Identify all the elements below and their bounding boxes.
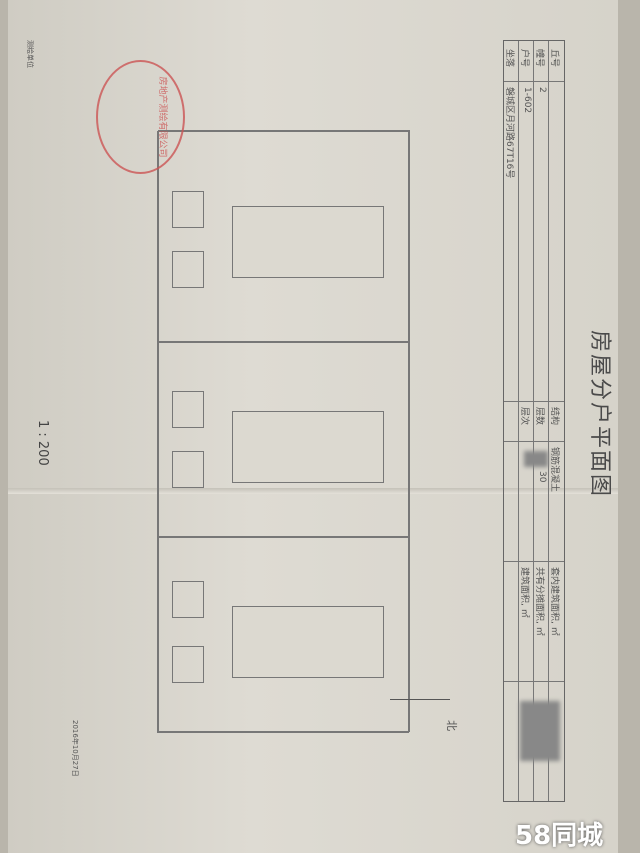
value-zuoluo: 磐城区月河路67T16号 bbox=[504, 87, 514, 179]
label-qiu: 丘号 bbox=[549, 49, 559, 68]
label-zhuang: 幢号 bbox=[534, 49, 544, 68]
paper-fold bbox=[8, 488, 618, 494]
label-hu: 户号 bbox=[519, 49, 529, 68]
official-stamp: 房地产测绘有限公司 bbox=[96, 60, 185, 174]
label-cengci: 层次 bbox=[519, 407, 529, 426]
watermark-logo: 58同城 bbox=[515, 821, 604, 851]
label-zuoluo: 坐落 bbox=[504, 49, 514, 68]
scale-label: 1 : 200 bbox=[35, 420, 50, 466]
survey-date: 2016年10月27日 bbox=[71, 720, 79, 777]
info-table: 丘号 幢号 户号 坐落 2 1-602 磐城区月河路67T16号 结构 层数 层… bbox=[503, 40, 565, 802]
value-jiegou: 钢筋混凝土 bbox=[549, 447, 559, 493]
label-cengshu: 层数 bbox=[534, 407, 544, 426]
surveyor-label: 测绘单位 bbox=[26, 40, 34, 68]
label-jianzhu: 建筑面积, ㎡ bbox=[519, 567, 529, 618]
north-arrow-icon bbox=[390, 699, 450, 700]
document-title: 房屋分户平面图 bbox=[587, 330, 612, 499]
value-cengshu: 30 bbox=[537, 471, 547, 483]
label-taonei: 套内建筑面积, ㎡ bbox=[549, 567, 559, 636]
north-label: 北 bbox=[445, 720, 458, 731]
label-gongtan: 共有分摊面积, ㎡ bbox=[534, 567, 544, 636]
value-hu: 1-602 bbox=[522, 87, 532, 114]
label-jiegou: 结构 bbox=[549, 407, 559, 426]
floor-plan bbox=[157, 130, 410, 733]
value-zhuang: 2 bbox=[537, 87, 547, 93]
